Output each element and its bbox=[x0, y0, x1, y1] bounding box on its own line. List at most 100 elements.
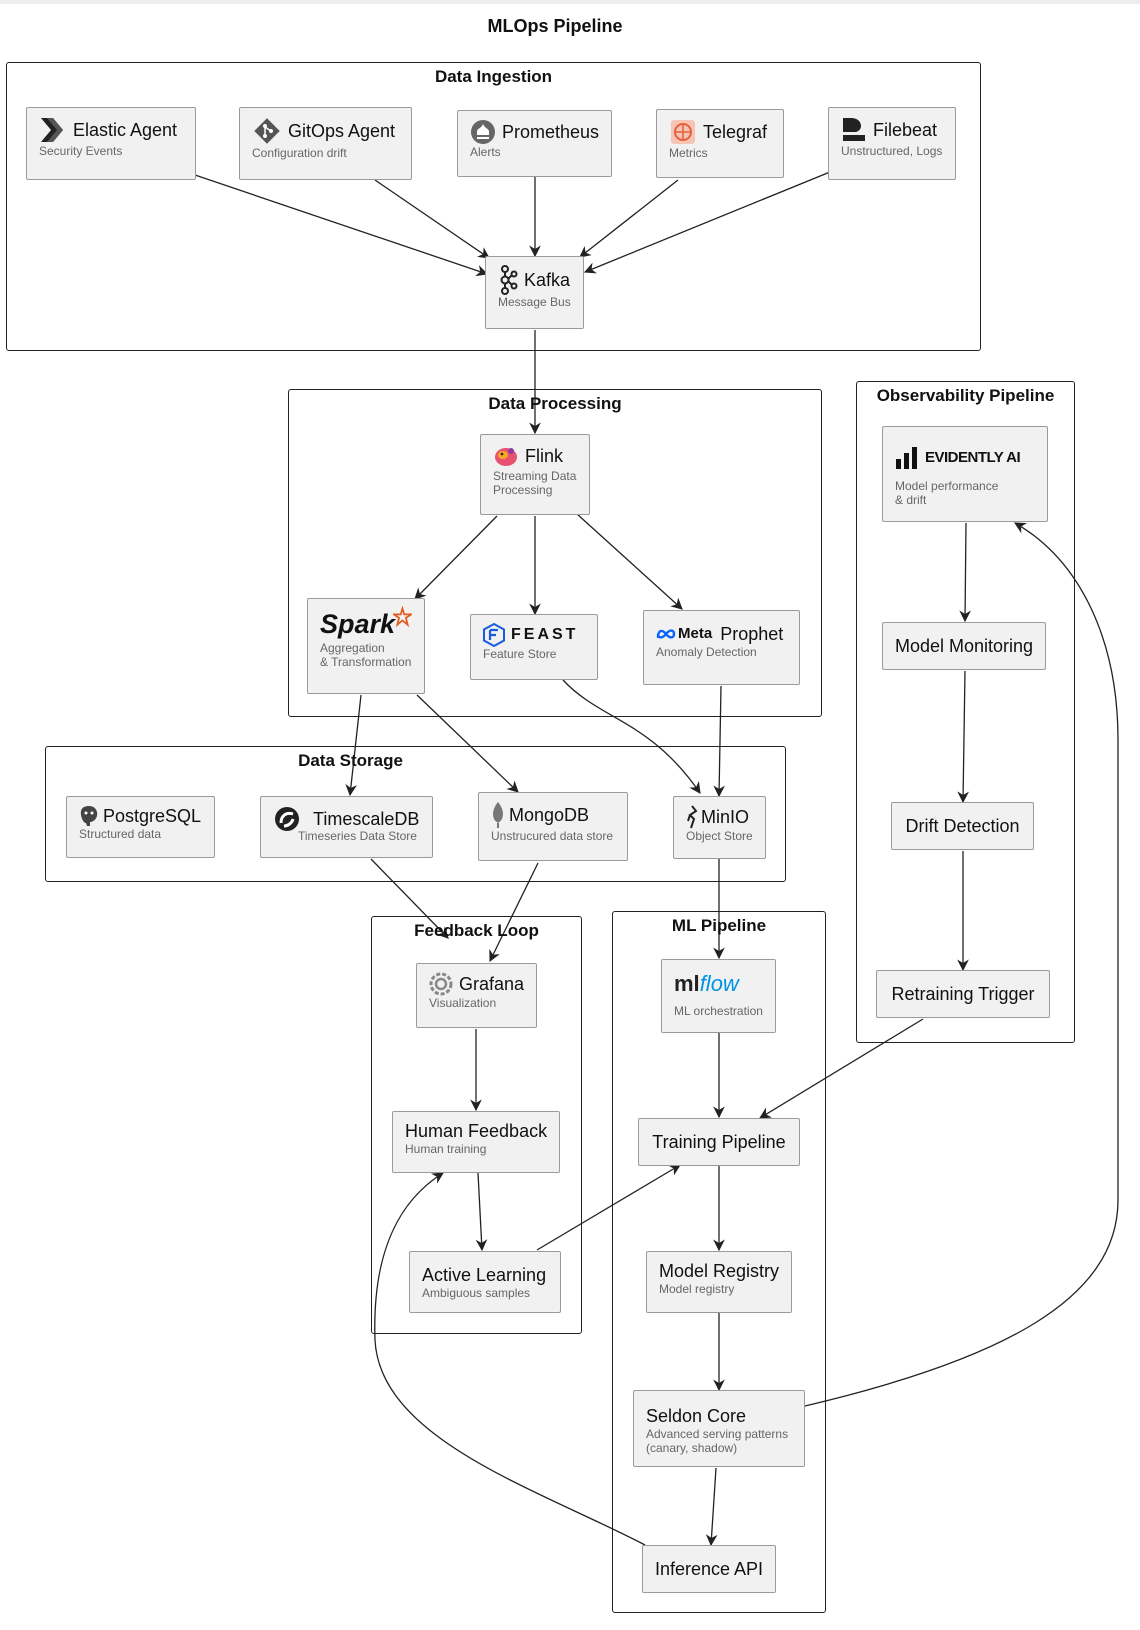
group-label: Feedback Loop bbox=[414, 921, 539, 940]
node-sub: Feature Store bbox=[483, 647, 557, 661]
node-prophet[interactable]: Meta Prophet Anomaly Detection bbox=[643, 610, 800, 685]
node-filebeat[interactable]: Filebeat Unstructured, Logs bbox=[828, 107, 956, 180]
node-label: Elastic Agent bbox=[73, 120, 178, 140]
node-timescaledb[interactable]: TimescaleDB Timeseries Data Store bbox=[260, 796, 433, 858]
kafka-icon bbox=[500, 265, 518, 295]
node-label: Filebeat bbox=[873, 120, 938, 140]
node-sub: Security Events bbox=[39, 144, 123, 158]
mongodb-icon bbox=[493, 802, 503, 828]
node-label: Retraining Trigger bbox=[891, 984, 1035, 1004]
group-feedback-loop: Feedback Loop bbox=[371, 916, 582, 1334]
edge-filebeat-kafka bbox=[583, 171, 831, 274]
evidently-logo-text: EVIDENTLY AI bbox=[925, 449, 1021, 466]
node-postgresql[interactable]: PostgreSQL Structured data bbox=[66, 796, 215, 858]
edge-gitops-kafka bbox=[374, 179, 490, 259]
node-label: Model Registry bbox=[659, 1261, 780, 1281]
node-sub: & drift bbox=[895, 493, 927, 507]
node-label: GitOps Agent bbox=[288, 121, 396, 141]
group-label: ML Pipeline bbox=[671, 916, 767, 935]
node-label: Grafana bbox=[459, 974, 525, 994]
edge-monitoring-drift bbox=[957, 670, 970, 804]
edge-flink-spark bbox=[414, 515, 498, 600]
git-icon bbox=[254, 118, 280, 144]
node-label: Active Learning bbox=[422, 1265, 547, 1285]
minio-icon bbox=[687, 805, 698, 829]
node-human-feedback[interactable]: Human Feedback Human training bbox=[392, 1111, 560, 1173]
node-label: Seldon Core bbox=[646, 1406, 747, 1426]
edge-seldon-inference bbox=[705, 1467, 718, 1547]
node-prometheus[interactable]: Prometheus Alerts bbox=[457, 110, 612, 177]
spark-logo-text: Spark bbox=[320, 609, 396, 639]
node-label: Human Feedback bbox=[405, 1121, 548, 1141]
node-model-registry[interactable]: Model Registry Model registry bbox=[646, 1251, 792, 1313]
node-sub: Ambiguous samples bbox=[422, 1286, 531, 1300]
edge-retrain-training bbox=[758, 1018, 924, 1119]
node-flink[interactable]: Flink Streaming Data Processing bbox=[480, 434, 590, 515]
evidently-logo bbox=[896, 447, 917, 469]
node-sub: Aggregation bbox=[320, 641, 385, 655]
edge-timescale-grafana bbox=[370, 858, 449, 939]
edge-flink-prophet bbox=[576, 513, 683, 610]
flink-icon bbox=[495, 448, 517, 466]
mlflow-logo-text-a: ml bbox=[674, 971, 700, 996]
meta-logo-text: Meta bbox=[678, 625, 713, 642]
edge-mongo-grafana bbox=[489, 862, 539, 963]
node-label: Prometheus bbox=[502, 122, 600, 142]
node-evidently[interactable]: EVIDENTLY AI Model performance & drift bbox=[882, 426, 1048, 522]
mlflow-logo-text-b: flow bbox=[699, 971, 739, 996]
edge-telegraf-kafka bbox=[579, 179, 679, 258]
feast-logo bbox=[483, 623, 505, 647]
edge-human-active bbox=[475, 1172, 488, 1252]
node-elastic-agent[interactable]: Elastic Agent Security Events bbox=[26, 107, 196, 180]
node-seldon-core[interactable]: Seldon Core Advanced serving patterns (c… bbox=[633, 1390, 805, 1467]
node-inference-api[interactable]: Inference API bbox=[642, 1545, 776, 1593]
node-label: MinIO bbox=[701, 807, 750, 827]
node-feast[interactable]: FEAST Feature Store bbox=[470, 614, 598, 680]
node-sub: Configuration drift bbox=[252, 146, 347, 160]
node-drift-detection[interactable]: Drift Detection bbox=[891, 802, 1034, 850]
edge-spark-mongo bbox=[416, 694, 519, 793]
spark-logo: Spark bbox=[320, 606, 412, 641]
node-sub: Anomaly Detection bbox=[656, 645, 757, 659]
node-sub: ML orchestration bbox=[674, 1004, 763, 1018]
edge-active-training bbox=[536, 1164, 682, 1251]
node-label: Flink bbox=[525, 446, 564, 466]
diagram-title: MLOps Pipeline bbox=[487, 16, 623, 36]
node-grafana[interactable]: Grafana Visualization bbox=[416, 963, 537, 1028]
group-label: Data Storage bbox=[298, 751, 403, 770]
node-sub: Model registry bbox=[659, 1282, 735, 1296]
edge-spark-timescale bbox=[345, 694, 362, 797]
top-border bbox=[0, 0, 1140, 4]
prometheus-icon bbox=[471, 120, 495, 144]
node-sub: & Transformation bbox=[320, 655, 412, 669]
node-label: MongoDB bbox=[509, 805, 590, 825]
node-sub: Advanced serving patterns bbox=[646, 1427, 789, 1441]
group-ml-pipeline: ML Pipeline bbox=[612, 911, 826, 1613]
node-telegraf[interactable]: Telegraf Metrics bbox=[656, 109, 784, 178]
node-label: Model Monitoring bbox=[894, 636, 1034, 656]
node-training-pipeline[interactable]: Training Pipeline bbox=[638, 1118, 800, 1166]
group-label: Data Processing bbox=[488, 394, 622, 413]
edge-elastic-kafka bbox=[194, 174, 489, 277]
node-gitops-agent[interactable]: GitOps Agent Configuration drift bbox=[239, 107, 412, 180]
node-sub: Message Bus bbox=[498, 295, 571, 309]
node-sub: Processing bbox=[493, 483, 553, 497]
node-label: Prophet bbox=[720, 624, 784, 644]
node-label: Inference API bbox=[654, 1559, 764, 1579]
node-active-learning[interactable]: Active Learning Ambiguous samples bbox=[409, 1251, 561, 1313]
node-label: TimescaleDB bbox=[313, 809, 420, 829]
node-mongodb[interactable]: MongoDB Unstrucured data store bbox=[478, 792, 628, 861]
node-kafka[interactable]: Kafka Message Bus bbox=[485, 256, 584, 329]
node-sub: Visualization bbox=[429, 996, 497, 1010]
node-label: Drift Detection bbox=[905, 816, 1020, 836]
node-spark[interactable]: Spark Aggregation & Transformation bbox=[307, 598, 425, 694]
node-retraining-trigger[interactable]: Retraining Trigger bbox=[876, 970, 1050, 1018]
node-minio[interactable]: MinIO Object Store bbox=[673, 796, 766, 859]
filebeat-icon bbox=[843, 118, 865, 141]
node-sub: Streaming Data bbox=[493, 469, 577, 483]
group-data-ingestion: Data Ingestion bbox=[6, 62, 981, 351]
group-label: Data Ingestion bbox=[434, 67, 553, 86]
node-model-monitoring[interactable]: Model Monitoring bbox=[882, 622, 1046, 670]
